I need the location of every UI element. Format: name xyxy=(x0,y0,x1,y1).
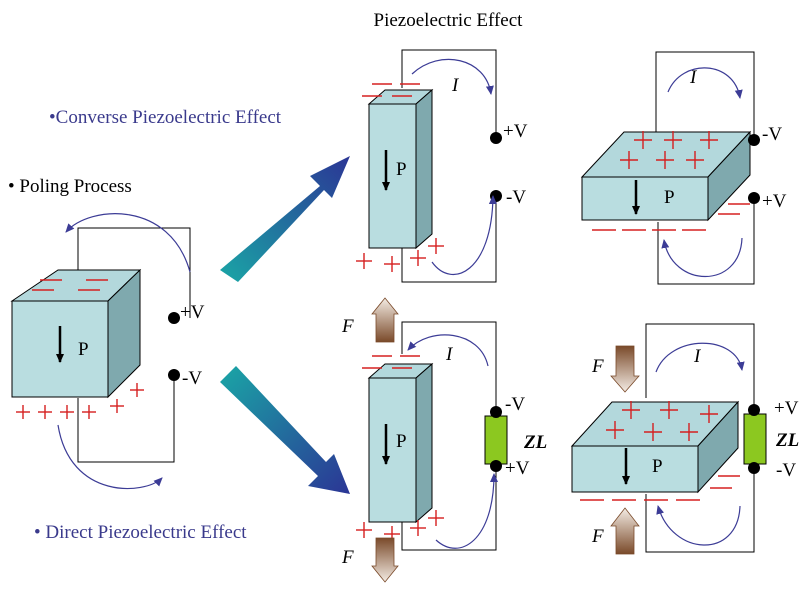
converse-flat-plus-v-label: +V xyxy=(762,191,787,212)
direct-flat-load xyxy=(743,413,767,465)
direct-tall-minus-v-label: -V xyxy=(505,394,525,415)
direct-tall-force-down-arrow xyxy=(371,537,399,583)
direct-flat-current-label: I xyxy=(693,346,702,367)
direct-tall-polarization-label: P xyxy=(396,431,407,452)
direct-tall-current-label: I xyxy=(445,344,454,365)
poling-polarization-label: P xyxy=(78,339,89,360)
converse-flat-terminal-minus xyxy=(748,134,760,146)
direct-flat-terminal-plus xyxy=(748,404,760,416)
direct-tall-force-top-label: F xyxy=(341,316,354,337)
converse-tall-current-label: I xyxy=(451,75,460,96)
direct-flat-plus-v-label: +V xyxy=(774,398,799,419)
diagram-title: Piezoelectric Effect xyxy=(374,10,524,31)
direct-tall-terminal-minus xyxy=(490,406,502,418)
converse-flat-crystal: P -V +V I xyxy=(580,51,787,285)
poling-minus-v-label: -V xyxy=(182,368,202,389)
poling-process-label: • Poling Process xyxy=(8,176,132,197)
poling-plus-v-label: +V xyxy=(180,302,205,323)
direct-tall-load-label: ZL xyxy=(523,432,547,453)
converse-effect-label: •Converse Piezoelectric Effect xyxy=(49,107,282,128)
direct-tall-force-bottom-label: F xyxy=(341,547,354,568)
poling-cube: P +V -V xyxy=(10,213,205,490)
poling-terminal-plus xyxy=(168,312,180,324)
converse-tall-crystal: P +V -V I xyxy=(356,49,528,283)
converse-flat-current-label: I xyxy=(689,67,698,88)
converse-flat-minus-v-label: -V xyxy=(762,124,782,145)
direct-effect-label: • Direct Piezoelectric Effect xyxy=(34,522,247,543)
direct-transition-arrow xyxy=(220,366,350,494)
direct-flat-crystal: P +V -V ZL I F F xyxy=(570,323,799,555)
converse-tall-plus-v-label: +V xyxy=(503,121,528,142)
direct-tall-plus-v-label: +V xyxy=(505,458,530,479)
direct-flat-force-down-arrow xyxy=(610,345,640,393)
poling-terminal-minus xyxy=(168,369,180,381)
direct-tall-crystal: P -V +V ZL I F F xyxy=(341,297,547,583)
direct-flat-minus-v-label: -V xyxy=(776,460,796,481)
direct-tall-terminal-plus xyxy=(490,460,502,472)
direct-flat-force-up-arrow xyxy=(610,507,640,555)
converse-tall-terminal-plus xyxy=(490,132,502,144)
direct-flat-terminal-minus xyxy=(748,462,760,474)
converse-transition-arrow xyxy=(220,156,350,282)
converse-tall-polarization-label: P xyxy=(396,159,407,180)
direct-flat-force-top-label: F xyxy=(591,356,604,377)
direct-flat-polarization-label: P xyxy=(652,456,663,477)
converse-tall-terminal-minus xyxy=(490,190,502,202)
converse-tall-minus-v-label: -V xyxy=(506,187,526,208)
converse-flat-polarization-label: P xyxy=(664,187,675,208)
direct-tall-load xyxy=(484,415,508,465)
direct-flat-load-label: ZL xyxy=(775,430,799,451)
converse-flat-terminal-plus xyxy=(748,192,760,204)
direct-tall-force-up-arrow xyxy=(371,297,399,343)
direct-flat-force-bottom-label: F xyxy=(591,526,604,547)
